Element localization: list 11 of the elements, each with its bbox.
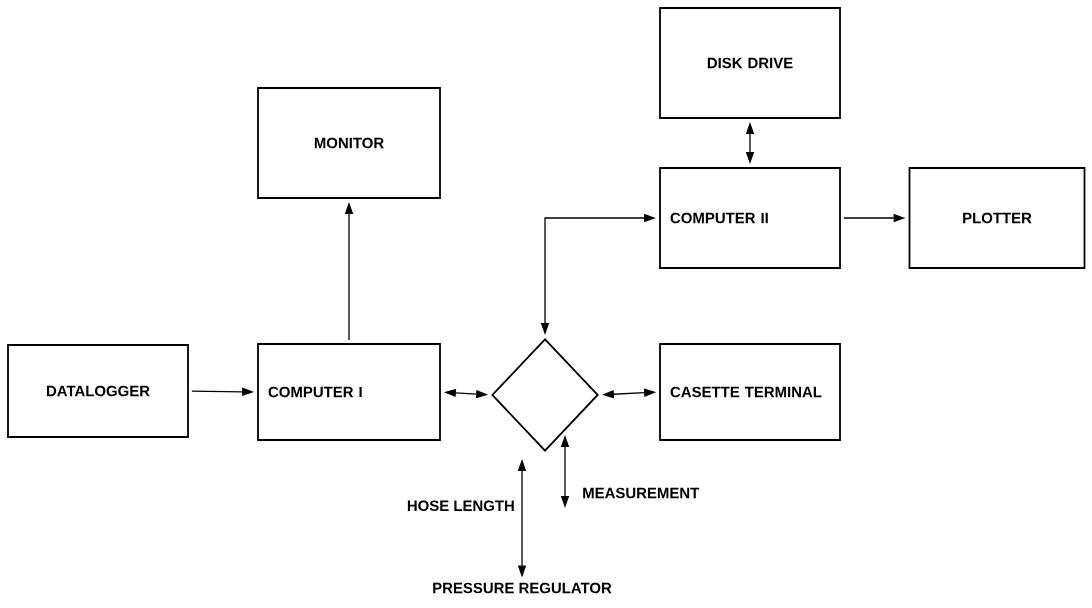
junction-diamond	[491, 338, 599, 452]
block-box: COMPUTER I	[257, 343, 441, 441]
block-box: DATALOGGER	[7, 344, 189, 438]
signal-label: MEASUREMENT	[583, 487, 700, 499]
block-box: PLOTTER	[908, 167, 1086, 269]
edge-label: HOSE LENGTH	[405, 499, 516, 513]
block-box: CASETTE TERMINAL	[659, 343, 841, 441]
signal-label: PRESSURE REGULATOR	[433, 582, 612, 594]
block-box: MONITOR	[257, 87, 441, 199]
block-box: DISK DRIVE	[659, 7, 841, 119]
block-box: COMPUTER II	[659, 167, 841, 269]
